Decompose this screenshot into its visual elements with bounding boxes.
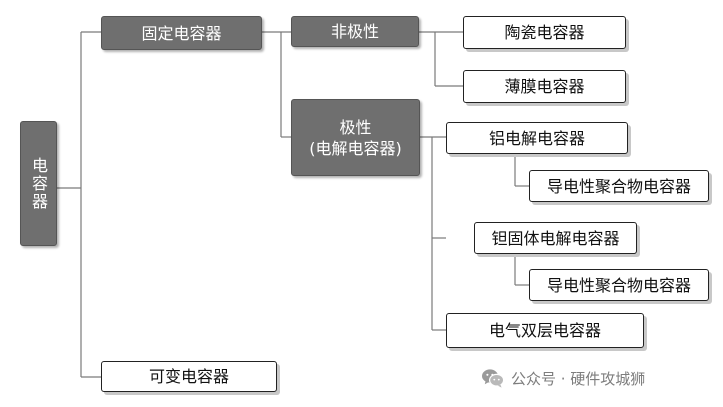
node-nonpolar-label: 非极性 bbox=[330, 22, 379, 41]
node-fixed-capacitor: 固定电容器 bbox=[101, 16, 262, 50]
node-aluminum-electrolytic: 铝电解电容器 bbox=[446, 122, 628, 154]
node-ceramic-label: 陶瓷电容器 bbox=[504, 23, 585, 42]
node-tantalum-polymer: 导电性聚合物电容器 bbox=[529, 269, 709, 301]
node-film-label: 薄膜电容器 bbox=[504, 77, 585, 96]
node-aluminum-polymer-label: 导电性聚合物电容器 bbox=[546, 176, 691, 196]
node-polar-sublabel: (电解电容器) bbox=[309, 138, 402, 158]
node-aluminum-polymer: 导电性聚合物电容器 bbox=[529, 170, 709, 202]
node-aluminum-label: 铝电解电容器 bbox=[488, 128, 585, 148]
watermark-text: 公众号 · 硬件攻城狮 bbox=[511, 369, 646, 388]
wechat-icon bbox=[482, 369, 505, 388]
node-tantalum-solid: 钽固体电解电容器 bbox=[474, 222, 637, 254]
root-node-label: 电容器 bbox=[29, 156, 48, 211]
node-nonpolar: 非极性 bbox=[291, 16, 419, 47]
node-tantalum-polymer-label: 导电性聚合物电容器 bbox=[546, 275, 691, 295]
node-film-capacitor: 薄膜电容器 bbox=[463, 70, 626, 103]
node-polar-label: 极性 bbox=[339, 117, 372, 137]
node-fixed-label: 固定电容器 bbox=[141, 23, 222, 43]
node-variable-capacitor: 可变电容器 bbox=[101, 361, 277, 392]
root-node-capacitor: 电容器 bbox=[20, 121, 57, 246]
node-edlc: 电气双层电容器 bbox=[446, 313, 644, 348]
node-tantalum-label: 钽固体电解电容器 bbox=[491, 228, 620, 248]
node-ceramic-capacitor: 陶瓷电容器 bbox=[463, 16, 626, 49]
node-polar: 极性 (电解电容器) bbox=[291, 99, 420, 176]
watermark: 公众号 · 硬件攻城狮 bbox=[481, 364, 645, 392]
node-variable-label: 可变电容器 bbox=[148, 367, 229, 386]
node-edlc-label: 电气双层电容器 bbox=[488, 321, 601, 340]
